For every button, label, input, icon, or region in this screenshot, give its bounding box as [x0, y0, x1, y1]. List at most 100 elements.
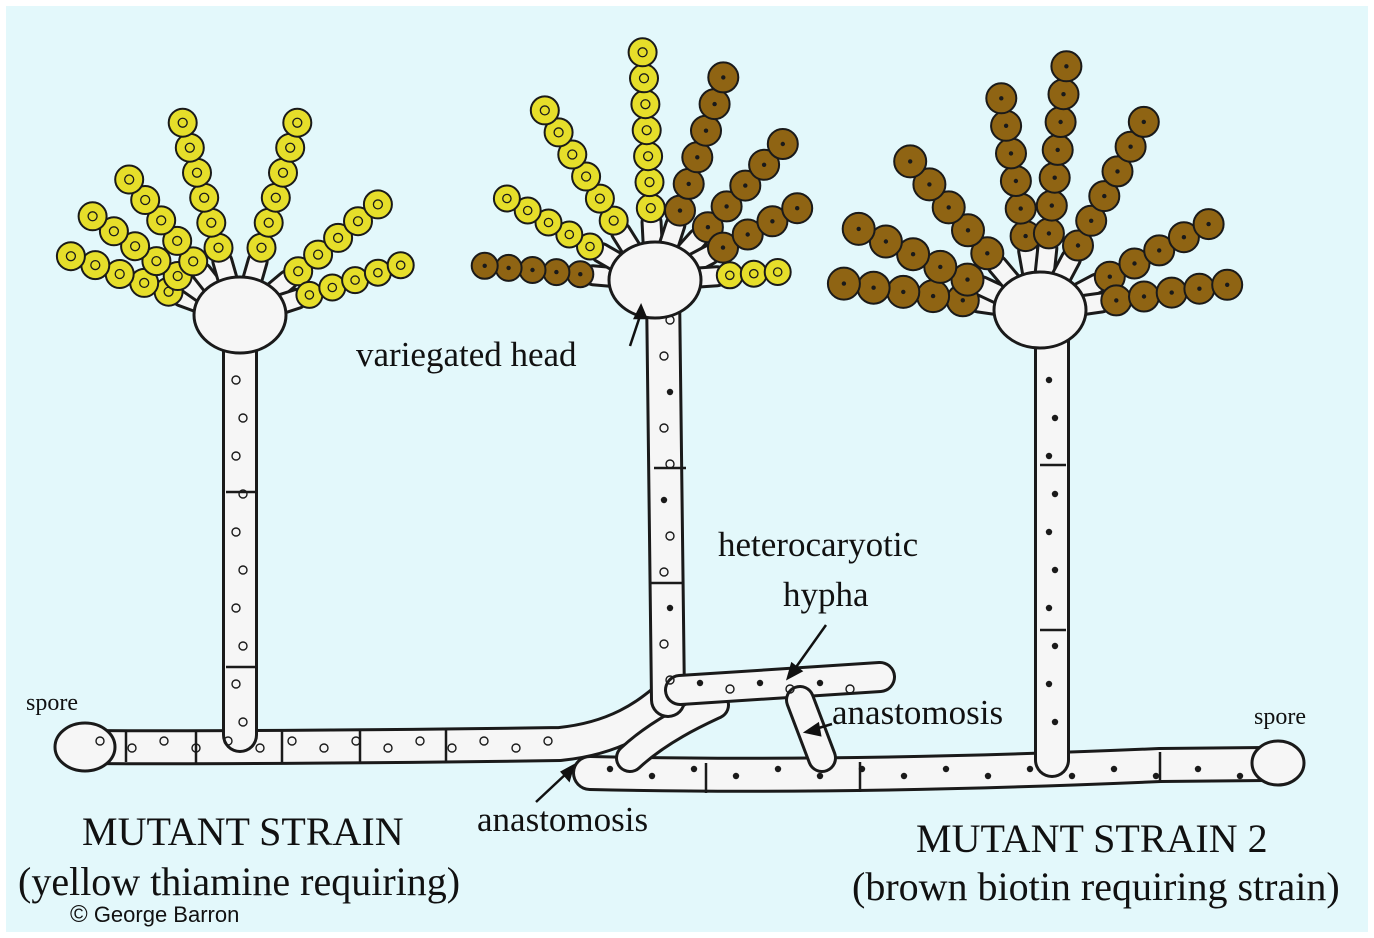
head-1-spore-4-2 [262, 184, 290, 212]
nucleus-dark-27 [667, 389, 673, 395]
head-2-spore-core-5-1 [724, 204, 728, 208]
head-2-spore-core-0-1 [554, 270, 558, 274]
head-1-spore-4-1 [255, 209, 283, 237]
nucleus-dark-58 [1111, 766, 1117, 772]
head-2-spore-core-4-5 [721, 75, 725, 79]
head-1-spore-3-2 [190, 184, 218, 212]
head-1-spore-3-5 [169, 109, 197, 137]
head-1-spore-1-4 [79, 202, 107, 230]
nucleus-dark-30 [661, 497, 667, 503]
head-3-spore-core-5-4 [1128, 145, 1132, 149]
nucleus-dark-48 [691, 766, 697, 772]
head-2-spore-core-5-3 [762, 163, 766, 167]
head-1-spore-5-4 [364, 190, 392, 218]
head-3-spore-core-2-1 [966, 228, 970, 232]
head-2-spore-core-5-0 [706, 225, 710, 229]
head-1-spore-4-5 [283, 109, 311, 137]
nucleus-dark-33 [667, 605, 673, 611]
head-1-vesicle [194, 277, 286, 353]
nucleus-dark-44 [1046, 681, 1052, 687]
nucleus-dark-53 [901, 773, 907, 779]
nucleus-dark-43 [1052, 643, 1058, 649]
head-1-spore-0-4 [57, 242, 85, 270]
head-2-spore-7-2 [765, 259, 791, 285]
nucleus-dark-42 [1046, 605, 1052, 611]
spore-left-label: spore [26, 690, 78, 717]
head-3-spore-core-2-4 [908, 159, 912, 163]
head-1-spore-4-0 [248, 234, 276, 262]
head-3-spore-core-6-1 [1132, 261, 1136, 265]
head-3-spore-core-0-1 [931, 294, 935, 298]
nucleus-dark-60 [1195, 766, 1201, 772]
head-3-spore-core-5-3 [1115, 169, 1119, 173]
head-3-spore-core-5-2 [1102, 194, 1106, 198]
head-1-spore-4-3 [269, 159, 297, 187]
strain1-subtitle: (yellow thiamine requiring) [18, 858, 460, 905]
head-3-spore-core-7-0 [1114, 298, 1118, 302]
head-2-spore-1-4 [494, 186, 520, 212]
head-2-spore-core-5-2 [743, 183, 747, 187]
head-1-spore-6-4 [388, 252, 414, 278]
nucleus-dark-49 [733, 773, 739, 779]
strain2-title: MUTANT STRAIN 2 [916, 815, 1268, 862]
background [6, 6, 1368, 932]
head-3-spore-core-5-0 [1076, 243, 1080, 247]
copyright-line: © George Barron [70, 901, 239, 929]
head-3-spore-core-3-5 [999, 96, 1003, 100]
head-3-spore-core-1-2 [911, 252, 915, 256]
head-2-spore-core-6-1 [746, 232, 750, 236]
variegated-head-label: variegated head [356, 335, 577, 375]
head-3-spore-core-4-3 [1056, 148, 1060, 152]
head-1-spore-3-4 [176, 134, 204, 162]
head-3-spore-core-2-3 [927, 182, 931, 186]
nucleus-dark-64 [757, 680, 763, 686]
head-3-spore-core-1-3 [884, 239, 888, 243]
nucleus-dark-50 [775, 766, 781, 772]
nucleus-dark-36 [1046, 377, 1052, 383]
spore-right-body [1252, 741, 1304, 785]
head-3-spore-core-4-5 [1061, 92, 1065, 96]
head-2-spore-7-0 [717, 262, 743, 288]
nucleus-dark-66 [817, 680, 823, 686]
head-2-spore-3-3 [633, 116, 661, 144]
heterocaryotic-label: heterocaryotic [718, 525, 918, 565]
head-1-spore-4-4 [276, 134, 304, 162]
nucleus-dark-52 [859, 766, 865, 772]
head-3-spore-core-4-6 [1064, 64, 1068, 68]
nucleus-dark-51 [817, 773, 823, 779]
head-3-spore-core-2-0 [985, 251, 989, 255]
head-3-spore-core-7-2 [1170, 290, 1174, 294]
head-2-spore-7-1 [741, 261, 767, 287]
head-2-spore-3-5 [630, 64, 658, 92]
nucleus-dark-56 [1027, 766, 1033, 772]
anastomosis-right-label: anastomosis [832, 693, 1003, 733]
head-2-spore-core-4-3 [704, 129, 708, 133]
head-3-spore-core-3-4 [1004, 124, 1008, 128]
head-2-spore-core-6-2 [770, 219, 774, 223]
head-3-spore-core-3-2 [1014, 179, 1018, 183]
head-3-spore-core-1-0 [965, 277, 969, 281]
heterocaryotic-hypha [680, 677, 880, 690]
head-3-spore-core-6-4 [1206, 222, 1210, 226]
nucleus-dark-40 [1046, 529, 1052, 535]
head-3-spore-core-4-0 [1047, 231, 1051, 235]
nucleus-dark-61 [1237, 773, 1243, 779]
nucleus-dark-45 [1052, 719, 1058, 725]
head-3-spore-core-5-5 [1142, 120, 1146, 124]
nucleus-dark-39 [1052, 491, 1058, 497]
strain2-subtitle: (brown biotin requiring strain) [852, 863, 1340, 910]
head-2-spore-core-0-2 [530, 268, 534, 272]
spore-left-body [55, 723, 115, 771]
head-3-spore-core-5-1 [1089, 219, 1093, 223]
head-3-spore-core-7-1 [1142, 294, 1146, 298]
head-1-spore-2-4 [115, 166, 143, 194]
nucleus-dark-38 [1046, 453, 1052, 459]
head-1-spore-3-0 [205, 234, 233, 262]
head-3-spore-core-6-0 [1108, 275, 1112, 279]
head-3-spore-core-3-3 [1009, 151, 1013, 155]
head-3-vesicle [994, 272, 1086, 348]
copyright-icon: © [70, 901, 88, 928]
head-3-spore-core-4-2 [1053, 176, 1057, 180]
